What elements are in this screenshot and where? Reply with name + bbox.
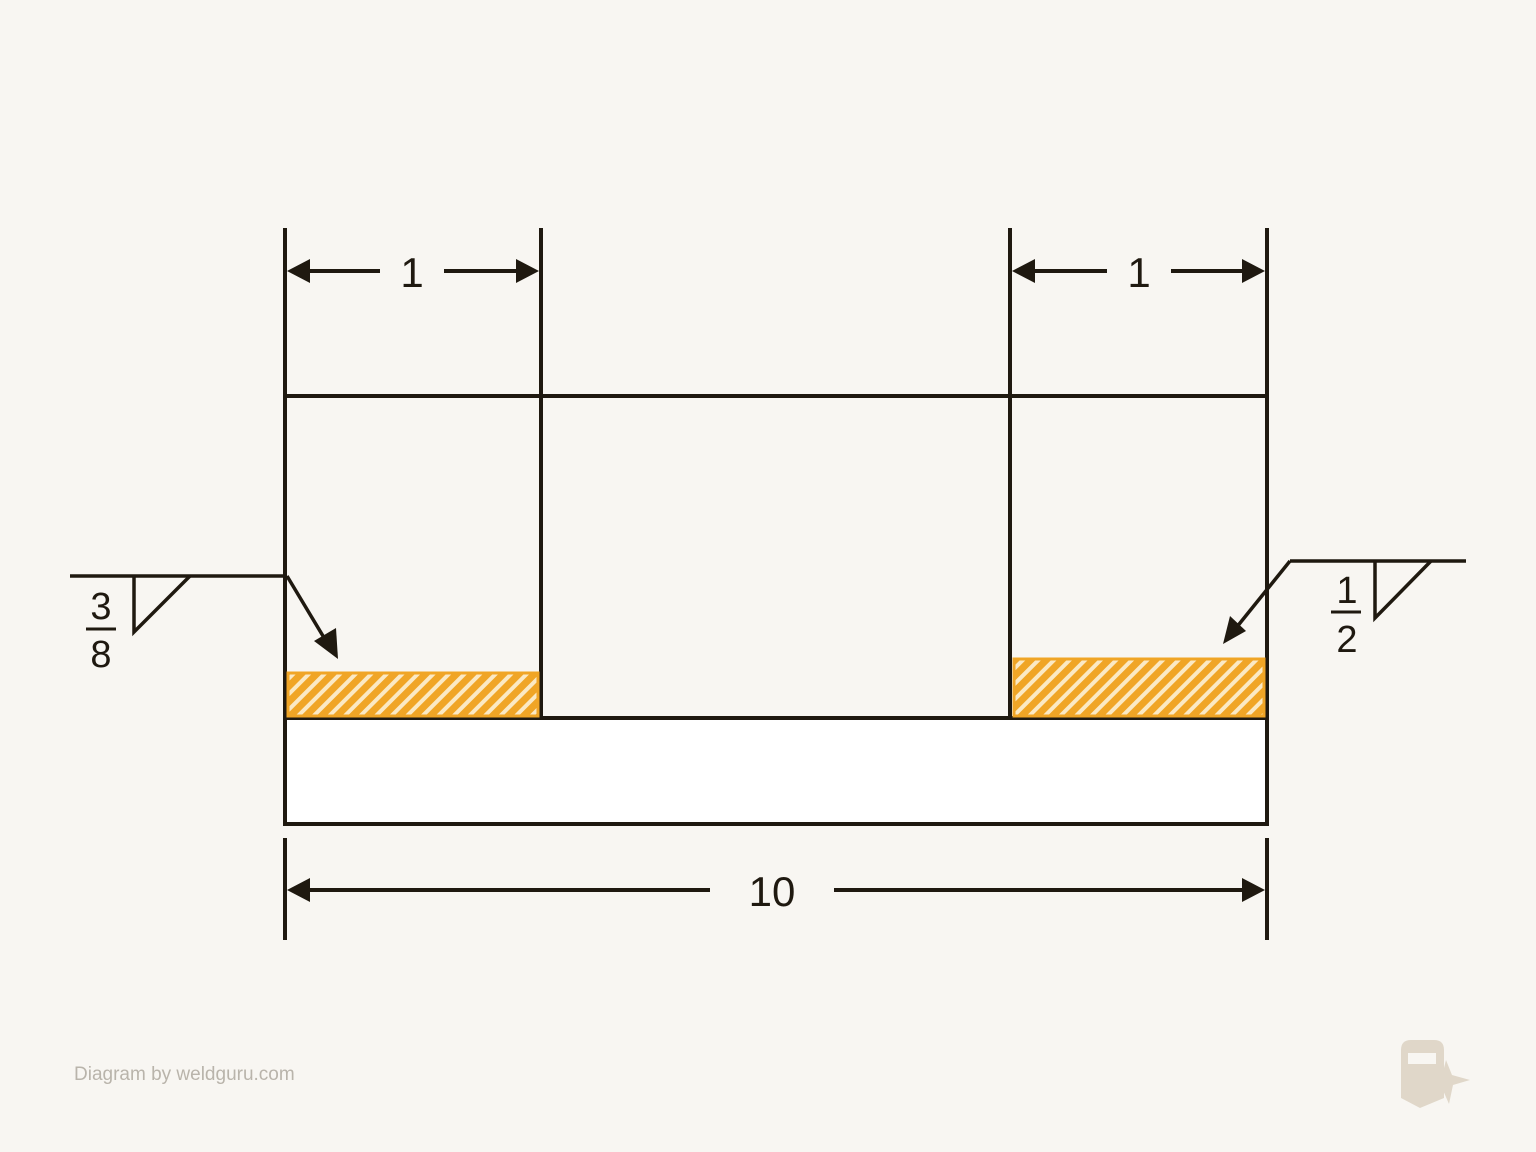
dimension-right-value: 1 — [1127, 249, 1150, 296]
weld-symbol-left: 3 8 — [70, 574, 338, 676]
welding-helmet-spark-icon — [1401, 1040, 1470, 1108]
weld-size-right-numerator: 1 — [1336, 570, 1357, 612]
diagram-credit: Diagram by weldguru.com — [74, 1064, 295, 1085]
weld-size-left-numerator: 3 — [90, 586, 111, 628]
dimension-left-value: 1 — [400, 249, 423, 296]
weld-size-right-denominator: 2 — [1336, 619, 1357, 661]
weld-size-left-denominator: 8 — [90, 634, 111, 676]
dimension-overall-value: 10 — [749, 868, 796, 915]
dimension-overall: 10 — [283, 838, 1269, 940]
weld-symbol-right: 1 2 — [1223, 559, 1466, 661]
weld-bead-right — [1012, 657, 1266, 718]
weld-bead-left — [286, 671, 540, 718]
dimension-right-segment: 1 — [1012, 249, 1265, 296]
dimension-left-segment: 1 — [287, 249, 539, 296]
base-plate — [283, 716, 1269, 826]
